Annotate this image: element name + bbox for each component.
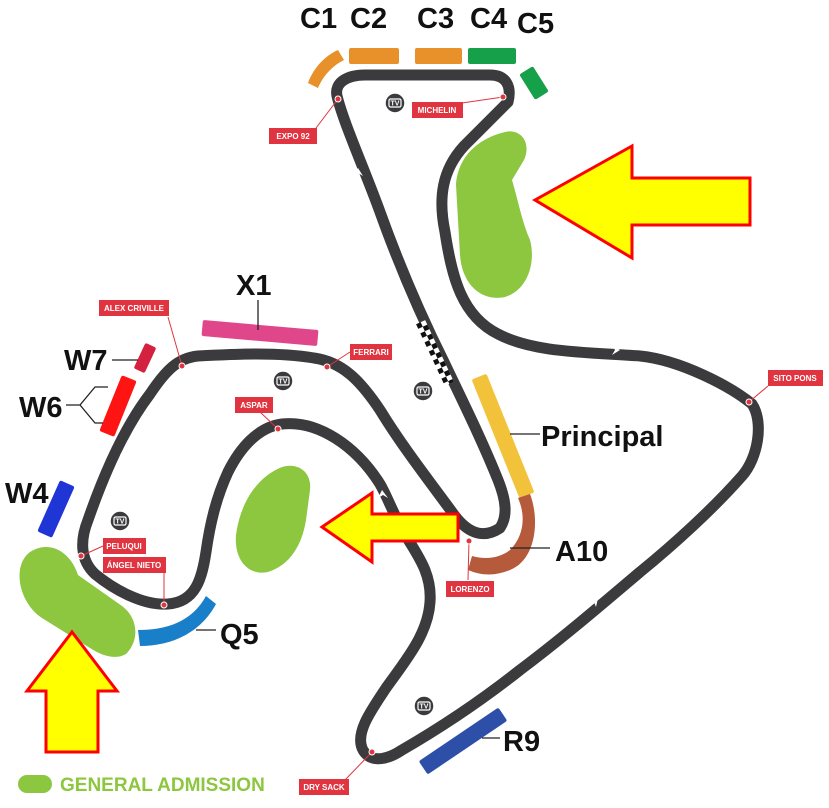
- svg-text:TV: TV: [419, 389, 428, 396]
- corner-label-alex-criville: ALEX CRIVILLE: [104, 304, 165, 313]
- corner-marker-aspar[interactable]: ASPAR: [235, 397, 282, 433]
- stand-r9-shape[interactable]: [419, 708, 508, 775]
- corner-marker-ferrari[interactable]: FERRARI: [323, 344, 392, 371]
- stand-w6-shape[interactable]: [99, 375, 137, 437]
- stand-c1-shape[interactable]: [308, 50, 344, 88]
- corner-label-angel-nieto: ÁNGEL NIETO: [107, 561, 161, 570]
- corner-marker-sito-pons[interactable]: SITO PONS: [745, 370, 823, 406]
- direction-chevron: [353, 168, 363, 176]
- stand-c3-shape[interactable]: [415, 48, 462, 64]
- svg-text:TV: TV: [279, 379, 288, 386]
- corner-marker-expo92[interactable]: EXPO 92: [269, 95, 342, 144]
- tv-camera-icon: TV: [109, 510, 131, 532]
- general-admission-arrow-west: [23, 629, 121, 754]
- general-admission-zone-west[interactable]: [19, 546, 136, 657]
- corner-label-michelin: MICHELIN: [418, 106, 457, 115]
- stand-c5-label: C5: [517, 8, 554, 40]
- stand-r9-label: R9: [503, 726, 540, 758]
- corner-marker-peluqui[interactable]: PELUQUI: [77, 538, 146, 560]
- stand-x1-label: X1: [236, 270, 271, 302]
- corner-label-ferrari: FERRARI: [353, 348, 389, 357]
- stand-principal-shape[interactable]: [472, 374, 535, 499]
- direction-chevron: [378, 490, 388, 498]
- stand-c4-label: C4: [470, 3, 507, 35]
- corner-marker-lorenzo[interactable]: LORENZO: [446, 537, 494, 597]
- direction-chevrons: [120, 168, 620, 607]
- direction-chevron: [612, 345, 620, 355]
- stand-x1-shape[interactable]: [201, 320, 319, 346]
- corner-marker-angel-nieto[interactable]: ÁNGEL NIETO: [103, 557, 168, 609]
- w6-bracket: [66, 386, 108, 424]
- stand-c1-label: C1: [300, 3, 337, 35]
- tv-camera-icon: TV: [384, 92, 406, 114]
- stand-principal-label: Principal: [541, 421, 664, 453]
- general-admission-zone-east[interactable]: [456, 131, 532, 298]
- tv-camera-icon: TV: [413, 695, 435, 717]
- stand-w4-label: W4: [5, 478, 49, 510]
- legend-general-admission-swatch: [18, 775, 52, 793]
- race-track: [77, 69, 764, 765]
- stand-w7-label: W7: [64, 345, 108, 377]
- start-finish-line: [416, 320, 454, 386]
- corner-marker-alex-criville[interactable]: ALEX CRIVILLE: [99, 300, 186, 370]
- corner-label-dry-sack: DRY SACK: [303, 783, 345, 792]
- general-admission-arrow-east: [531, 143, 752, 261]
- svg-text:TV: TV: [420, 704, 429, 711]
- corner-label-lorenzo: LORENZO: [450, 585, 489, 594]
- stand-w6-label: W6: [19, 392, 63, 424]
- general-admission-arrow-centre: [319, 490, 460, 565]
- stand-c5-shape[interactable]: [519, 66, 548, 100]
- svg-text:TV: TV: [391, 101, 400, 108]
- corner-marker-dry-sack[interactable]: DRY SACK: [299, 748, 376, 795]
- corner-label-aspar: ASPAR: [240, 401, 268, 410]
- corner-label-sito-pons: SITO PONS: [773, 374, 817, 383]
- stand-a10-shape[interactable]: [468, 494, 536, 575]
- direction-chevron: [120, 446, 130, 456]
- stand-c2-label: C2: [350, 3, 387, 35]
- corner-marker-michelin[interactable]: MICHELIN: [412, 93, 507, 118]
- stand-c3-label: C3: [417, 3, 454, 35]
- stand-a10-label: A10: [555, 536, 608, 568]
- svg-text:TV: TV: [116, 519, 125, 526]
- corner-label-expo92: EXPO 92: [276, 132, 310, 141]
- stand-c2-shape[interactable]: [349, 48, 399, 64]
- direction-chevron: [590, 598, 598, 607]
- stand-c4-shape[interactable]: [468, 48, 516, 64]
- legend: GENERAL ADMISSION: [18, 775, 265, 796]
- legend-general-admission-label: GENERAL ADMISSION: [60, 775, 265, 796]
- stand-q5-shape[interactable]: [138, 596, 216, 646]
- general-admission-zone-centre[interactable]: [235, 465, 311, 573]
- stand-w7-shape[interactable]: [134, 343, 157, 373]
- corner-label-peluqui: PELUQUI: [106, 542, 142, 551]
- tv-camera-icon: TV: [412, 380, 434, 402]
- tv-camera-icon: TV: [272, 370, 294, 392]
- stand-q5-label: Q5: [220, 619, 259, 651]
- stand-w4-shape[interactable]: [37, 480, 75, 538]
